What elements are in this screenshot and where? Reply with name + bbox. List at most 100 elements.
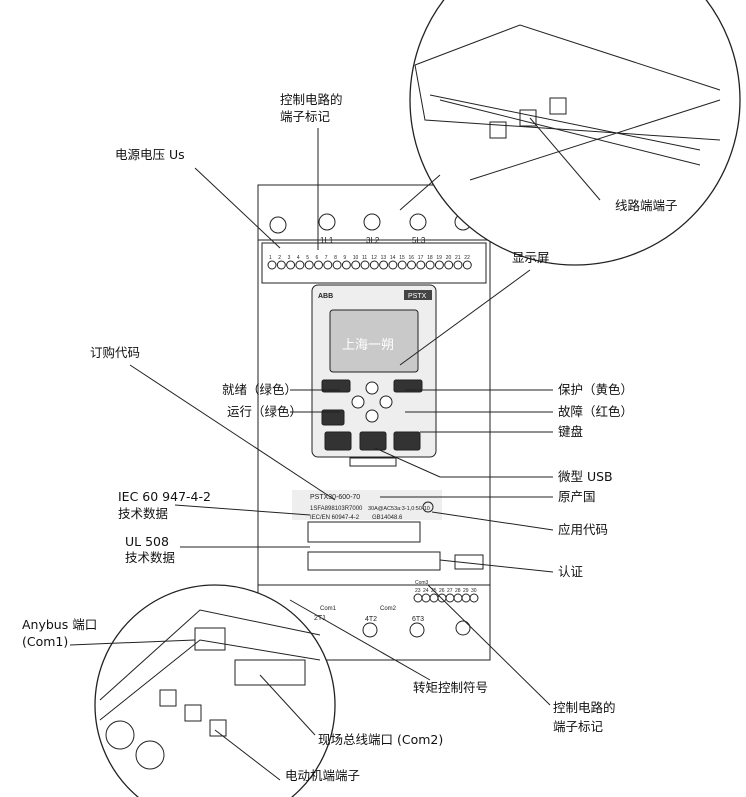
terminal-3l2: 3L2 xyxy=(366,236,380,245)
device-body xyxy=(257,184,491,661)
pstx-badge: PSTX xyxy=(408,293,427,300)
terminal-number: 11 xyxy=(362,255,367,261)
terminal-29[interactable] xyxy=(461,593,471,603)
terminal-15[interactable] xyxy=(397,260,407,270)
terminal-number: 14 xyxy=(390,255,396,261)
terminal-18[interactable] xyxy=(425,260,435,270)
terminal-28[interactable] xyxy=(453,593,463,603)
terminal-number: 30 xyxy=(471,588,477,594)
fieldbus-port-label: 现场总线端口 (Com2) xyxy=(318,732,444,747)
terminal-number: 22 xyxy=(464,255,470,261)
plate-gb: GB14048.6 xyxy=(372,515,403,521)
terminal-27[interactable] xyxy=(445,593,455,603)
terminal-number: 9 xyxy=(343,255,346,261)
terminal-number: 1 xyxy=(269,255,272,261)
terminal-number: 17 xyxy=(418,255,424,261)
keypad-label: 键盘 xyxy=(558,424,584,439)
terminal-number: 10 xyxy=(353,255,359,261)
terminal-number: 21 xyxy=(455,255,461,261)
terminal-12[interactable] xyxy=(369,260,379,270)
com2-label: Com2 xyxy=(380,606,397,612)
motor-terminals-label: 电动机端端子 xyxy=(285,768,361,783)
ul-standard-label: UL 508 xyxy=(125,534,169,549)
plate-rating: 30A@AC53a:3-1,0:50-10 xyxy=(368,506,430,512)
terminal-8[interactable] xyxy=(332,260,342,270)
micro-usb-label: 微型 USB xyxy=(558,469,613,484)
terminal-number: 5 xyxy=(306,255,309,261)
terminal-number: 20 xyxy=(446,255,452,261)
line-terminal-detail xyxy=(414,24,721,181)
terminal-6t3: 6T3 xyxy=(412,616,424,623)
terminal-19[interactable] xyxy=(434,260,444,270)
terminal-11[interactable] xyxy=(360,260,370,270)
terminal-6[interactable] xyxy=(314,260,323,270)
terminal-number: 27 xyxy=(447,588,453,594)
supply-voltage-label: 电源电压 Us xyxy=(115,147,185,162)
terminal-17[interactable] xyxy=(416,260,426,270)
terminal-14[interactable] xyxy=(388,260,398,270)
terminal-number: 6 xyxy=(316,255,319,261)
terminal-13[interactable] xyxy=(379,260,389,270)
terminal-number: 19 xyxy=(436,255,442,261)
terminal-number: 15 xyxy=(399,255,405,261)
terminal-16[interactable] xyxy=(407,260,416,270)
terminal-number: 23 xyxy=(415,588,421,594)
terminal-4[interactable] xyxy=(295,260,305,270)
terminal-7[interactable] xyxy=(323,260,333,270)
terminal-5[interactable] xyxy=(304,260,314,270)
terminal-number: 7 xyxy=(325,255,328,261)
usb-port[interactable] xyxy=(349,457,397,467)
protection-led-label: 保护（黄色） xyxy=(558,382,634,397)
origin-label: 原产国 xyxy=(558,489,596,504)
control-terminal-block xyxy=(261,242,487,284)
line-terminals-label: 线路端端子 xyxy=(615,198,678,213)
terminal-24[interactable] xyxy=(421,593,431,603)
terminal-2t1: 2T1 xyxy=(314,615,326,622)
terminal-30[interactable] xyxy=(469,593,479,603)
plate-std: IEC/EN 60947-4-2 xyxy=(310,515,360,521)
terminal-26[interactable] xyxy=(437,593,447,603)
app-code-label: 应用代码 xyxy=(558,522,609,537)
terminal-number: 8 xyxy=(334,255,337,261)
certification-label: 认证 xyxy=(558,564,584,579)
display-label: 显示屏 xyxy=(512,250,550,265)
terminal-number: 24 xyxy=(423,588,429,594)
terminal-1[interactable] xyxy=(267,260,277,270)
terminal-22[interactable] xyxy=(462,260,472,270)
leader-lines xyxy=(69,117,601,781)
control-terminal-marking-top-label: 控制电路的 xyxy=(280,92,343,107)
terminal-number: 28 xyxy=(455,588,461,594)
iec-standard-label: IEC 60 947-4-2 xyxy=(118,489,211,504)
control-terminal-marking-bottom-label: 控制电路的 xyxy=(553,700,616,715)
terminal-number: 12 xyxy=(371,255,377,261)
abb-logo: ABB xyxy=(318,293,333,300)
terminal-3[interactable] xyxy=(286,260,296,270)
terminal-9[interactable] xyxy=(341,260,351,270)
terminal-number: 29 xyxy=(463,588,469,594)
iec-data-label: 技术数据 xyxy=(118,506,169,521)
fieldbus-port-detail xyxy=(234,659,306,686)
order-code-label: 订购代码 xyxy=(90,345,141,360)
terminal-23[interactable] xyxy=(413,593,423,603)
terminal-1l1: 1L1 xyxy=(320,236,334,245)
terminal-10[interactable] xyxy=(351,260,361,270)
terminal-number: 2 xyxy=(278,255,281,261)
keypad[interactable] xyxy=(321,379,423,451)
terminal-5l3: 5L3 xyxy=(412,236,426,245)
terminal-21[interactable] xyxy=(453,260,463,270)
terminal-2[interactable] xyxy=(276,260,286,270)
control-terminal-marking-top-label-2: 端子标记 xyxy=(280,109,331,124)
terminal-number: 4 xyxy=(297,255,300,261)
display-screen xyxy=(329,309,419,373)
terminal-number: 3 xyxy=(288,255,291,261)
anybus-com1-label: (Com1) xyxy=(22,634,69,649)
run-led-label: 运行（绿色） xyxy=(227,404,303,419)
terminal-4t2: 4T2 xyxy=(365,616,377,623)
torque-symbol-label: 转矩控制符号 xyxy=(413,680,489,695)
terminal-20[interactable] xyxy=(444,260,454,270)
terminal-number: 13 xyxy=(381,255,387,261)
terminal-25[interactable] xyxy=(429,593,439,603)
